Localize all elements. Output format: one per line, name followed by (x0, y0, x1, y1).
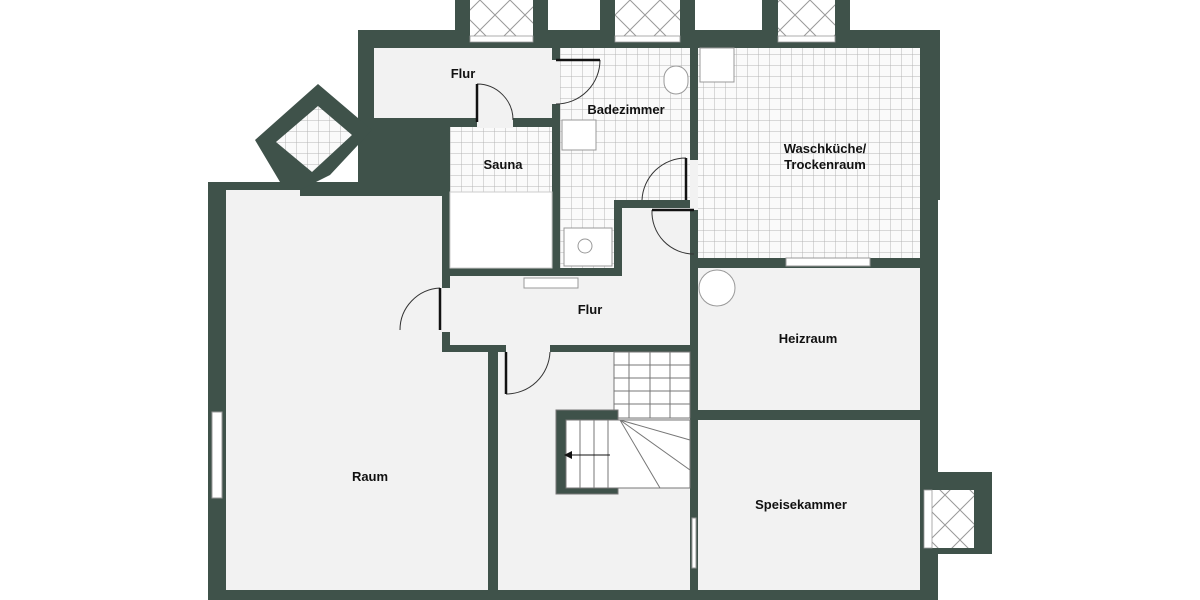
label-heizraum: Heizraum (779, 331, 838, 346)
doors (399, 58, 698, 395)
toilet (663, 65, 689, 95)
label-flur-top: Flur (451, 66, 476, 81)
label-badezimmer: Badezimmer (587, 102, 664, 117)
label-waschkueche-1: Waschküche/ (784, 141, 867, 156)
top-windows (469, 0, 836, 43)
sauna-bench (449, 191, 553, 269)
room-labels: Flur Badezimmer Sauna Waschküche/ Trocke… (352, 66, 867, 512)
label-flur-middle: Flur (578, 302, 603, 317)
label-sauna: Sauna (483, 157, 523, 172)
staircase (555, 351, 691, 495)
washing-machine (699, 47, 735, 83)
rooms (226, 48, 920, 590)
sink (561, 119, 597, 151)
room-sauna (450, 127, 552, 192)
fixtures (211, 47, 871, 569)
bay-window (276, 106, 352, 172)
stair-arrow-icon (564, 451, 572, 459)
label-raum: Raum (352, 469, 388, 484)
label-speisekammer: Speisekammer (755, 497, 847, 512)
room-flur-top (374, 48, 552, 118)
room-speisekammer (698, 420, 920, 590)
label-waschkueche-2: Trockenraum (784, 157, 866, 172)
right-bay-window (932, 490, 974, 548)
room-waschkueche (698, 48, 920, 258)
boiler (698, 269, 736, 307)
